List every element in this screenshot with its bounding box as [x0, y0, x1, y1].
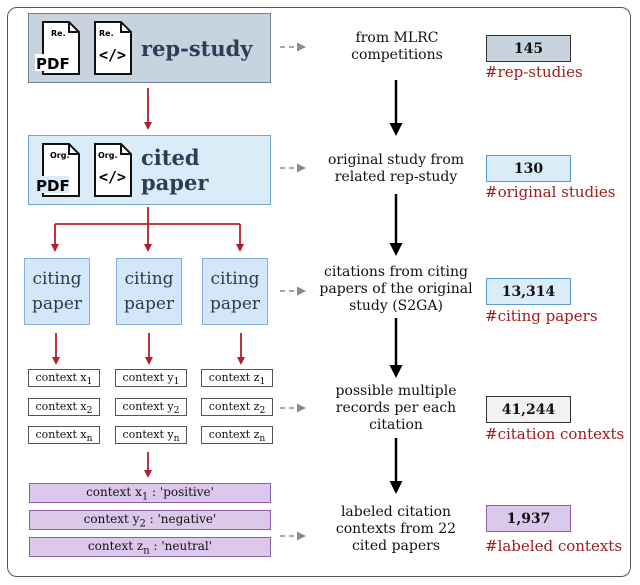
stat-labeled-contexts-value: 1,937	[486, 505, 571, 532]
context-yn: context yn	[115, 426, 187, 444]
svg-text:PDF: PDF	[36, 177, 70, 195]
context-z2: context z2	[201, 398, 273, 416]
desc-citations: citations from citing papers of the orig…	[319, 264, 473, 314]
stat-original-studies-value: 130	[486, 155, 571, 182]
context-y1: context y1	[115, 369, 187, 387]
stat-citing-papers-label: #citing papers	[485, 307, 598, 325]
svg-text:Re.: Re.	[51, 29, 66, 38]
stat-rep-studies-label: #rep-studies	[485, 63, 583, 81]
cited-paper-label: cited paper	[141, 145, 209, 195]
context-xn: context xn	[28, 426, 100, 444]
svg-text:PDF: PDF	[36, 55, 70, 73]
pdf-file-icon	[35, 21, 80, 75]
citing-paper-1: citing paper	[24, 258, 90, 325]
context-x2: context x2	[28, 398, 100, 416]
stat-citation-contexts-label: #citation contexts	[485, 425, 625, 443]
stat-citation-contexts-value: 41,244	[486, 396, 571, 423]
pdf-file-icon	[35, 143, 80, 197]
desc-original-study: original study from related rep-study	[327, 152, 465, 185]
rep-study-box: Re. PDF Re. </> rep-study	[28, 13, 271, 83]
svg-text:Re.: Re.	[99, 29, 114, 38]
diagram-frame	[7, 7, 631, 577]
svg-text:Org.: Org.	[98, 151, 118, 160]
desc-mlrc: from MLRC competitions	[351, 30, 443, 63]
desc-multiple-records: possible multiple records per each citat…	[335, 383, 457, 433]
code-file-icon	[94, 143, 132, 197]
context-y2: context y2	[115, 398, 187, 416]
svg-text:</>: </>	[99, 46, 126, 64]
svg-text:Org.: Org.	[50, 151, 70, 160]
labeled-context-neutral: context zn : 'neutral'	[29, 537, 271, 557]
svg-text:</>: </>	[99, 168, 126, 186]
arrow-cited-branch	[55, 207, 240, 225]
rep-study-label: rep-study	[141, 35, 253, 61]
context-zn: context zn	[201, 426, 273, 444]
stat-original-studies-label: #original studies	[485, 183, 616, 201]
desc-labeled: labeled citation contexts from 22 cited …	[335, 504, 457, 554]
citing-paper-2: citing paper	[116, 258, 182, 325]
stat-labeled-contexts-label: #labeled contexts	[485, 537, 623, 555]
code-file-icon	[94, 21, 132, 75]
cited-icons: Org. PDF Org. </>	[35, 143, 132, 197]
citing-paper-3: citing paper	[202, 258, 268, 325]
stat-rep-studies-value: 145	[486, 35, 571, 62]
labeled-context-negative: context y2 : 'negative'	[29, 510, 271, 530]
rep-icons: Re. PDF Re. </>	[35, 21, 132, 75]
labeled-context-positive: context x1 : 'positive'	[29, 483, 271, 503]
context-x1: context x1	[28, 369, 100, 387]
context-z1: context z1	[201, 369, 273, 387]
cited-paper-box: Org. PDF Org. </> cited paper	[28, 135, 271, 205]
stat-citing-papers-value: 13,314	[486, 278, 571, 305]
